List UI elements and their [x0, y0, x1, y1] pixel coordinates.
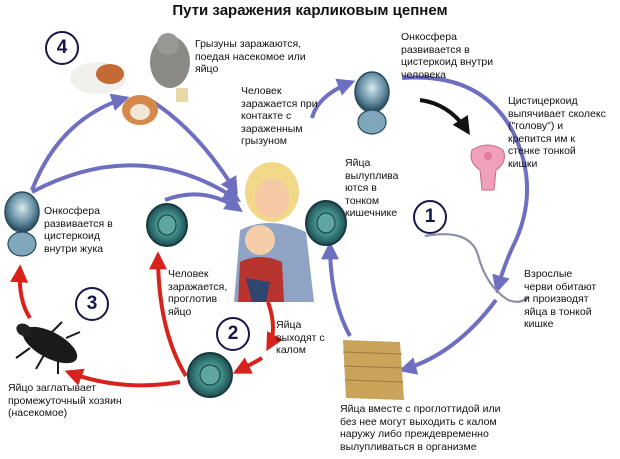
adult-worm-image — [424, 233, 529, 303]
label-rodents-infected: Грызуны заражаются, поедая насекомое или… — [195, 38, 306, 75]
step-badge-3: 3 — [75, 287, 109, 321]
oncosphere-left — [4, 191, 40, 257]
label-eggs-out: Яйца выходят с калом — [276, 319, 325, 356]
label-oncosphere-human: Онкосфера развивается в цистеркоид внутр… — [401, 31, 494, 81]
label-insect-host: Яйцо заглатывает промежуточный хозяин (н… — [8, 382, 122, 419]
beetle-image — [15, 321, 81, 374]
blue-arrows — [30, 75, 530, 375]
egg-bottom — [187, 352, 233, 398]
label-eggs-hatch: Яйца вылуплива ются в тонком кишечнике — [345, 157, 399, 219]
black-arrow — [419, 98, 470, 136]
mother-child-image — [234, 162, 314, 302]
diagram-title: Пути заражения карликовым цепнем — [172, 2, 448, 19]
step-badge-1: 1 — [413, 200, 447, 234]
egg-top-right — [354, 71, 390, 135]
proglottid-image — [342, 340, 404, 400]
step-badge-4: 4 — [45, 31, 79, 65]
egg-center-right — [305, 200, 347, 246]
label-human-swallows-egg: Человек заражается, проглотив яйцо — [168, 268, 228, 318]
egg-center-left — [146, 203, 188, 247]
rodents-image — [70, 33, 190, 125]
label-adult-worms: Взрослые черви обитают и производят яйца… — [524, 268, 597, 330]
red-arrows — [10, 251, 283, 388]
label-eggs-proglottid: Яйца вместе с проглоттидой или без нее м… — [340, 403, 501, 453]
label-oncosphere-beetle: Онкосфера развивается в цистеркоид внутр… — [44, 205, 113, 255]
step-badge-2: 2 — [216, 317, 250, 351]
label-cysticercoid: Цистицеркоид выпячивает сколекс ("голову… — [508, 95, 606, 170]
label-human-rodent-contact: Человек заражается при контакте с зараже… — [241, 85, 318, 147]
scolex-image — [470, 144, 505, 191]
